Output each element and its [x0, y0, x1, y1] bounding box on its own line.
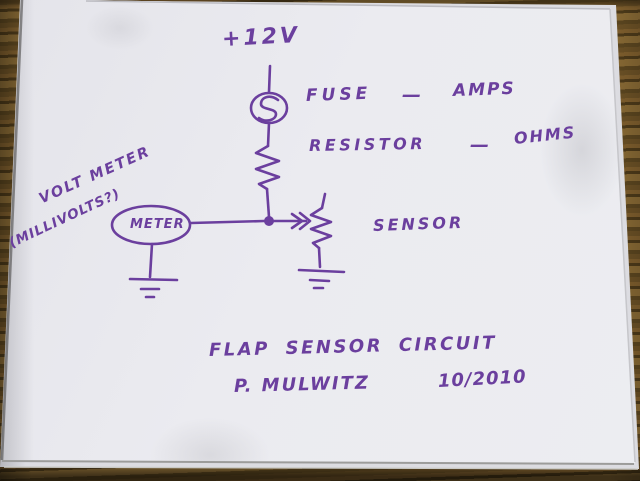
meter-label: METER [130, 217, 185, 232]
supply-voltage-label: +12V [221, 22, 301, 52]
fuse-label: FUSE [305, 83, 372, 106]
resistor-dash: — [470, 134, 489, 156]
author-label: P. MULWITZ [233, 372, 371, 397]
sensor-label: SENSOR [372, 212, 465, 235]
fuse-unit-label: AMPS [452, 78, 517, 101]
fuse-dash: — [402, 84, 421, 106]
resistor-label: RESISTOR [308, 133, 427, 155]
